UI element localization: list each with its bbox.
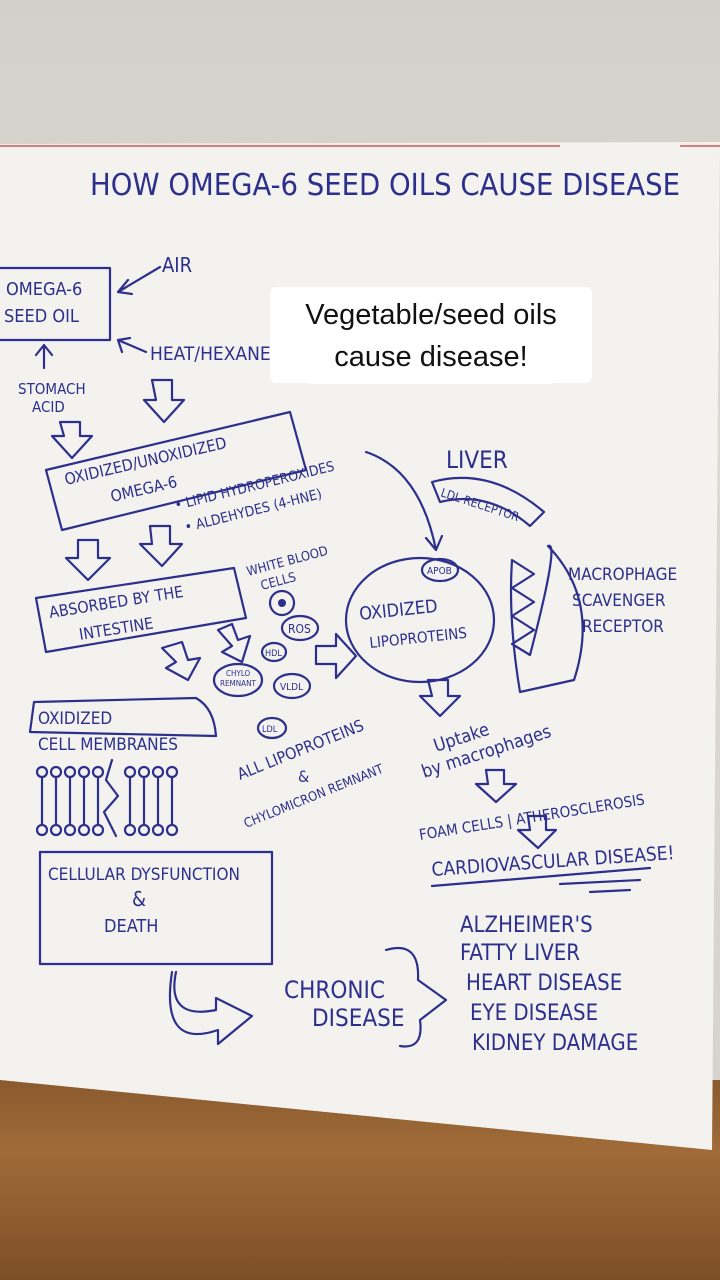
- chylo-label-1: CHYLO: [226, 669, 251, 678]
- hdl-label: HDL: [265, 649, 282, 659]
- membranes-label-2: CELL MEMBRANES: [38, 735, 178, 755]
- chronic-label-2: DISEASE: [312, 1004, 404, 1032]
- seed-oil-box: [0, 266, 112, 342]
- stomach-acid-label-2: ACID: [32, 398, 65, 416]
- dysfunction-label-2: &: [132, 887, 146, 911]
- macrophage-shape: [509, 544, 584, 694]
- all-lipoproteins-2: &: [298, 767, 309, 786]
- caption-line-1: Vegetable/seed oils: [305, 299, 557, 331]
- membrane-lipids: [35, 758, 179, 838]
- seed-oil-label-2: SEED OIL: [4, 306, 79, 327]
- macrophage-label-2: SCAVENGER: [572, 591, 666, 611]
- disease-0: ALZHEIMER'S: [460, 913, 593, 938]
- poster-paper: HOW OMEGA-6 SEED OILS CAUSE DISEASE OMEG…: [0, 142, 720, 1150]
- membranes-label-1: OXIDIZED: [38, 709, 112, 729]
- air-label: AIR: [162, 253, 192, 277]
- oxidized-lipoproteins-circle: [344, 556, 496, 684]
- stomach-acid-label-1: STOMACH: [18, 380, 86, 398]
- heat-hexane-label: HEAT/HEXANE: [150, 343, 271, 365]
- poster-title: HOW OMEGA-6 SEED OILS CAUSE DISEASE: [90, 168, 680, 203]
- ldl-label: LDL: [262, 725, 278, 735]
- caption-line-2: cause disease!: [334, 341, 528, 373]
- chylo-label-2: REMNANT: [220, 679, 256, 688]
- apob-label: APOB: [427, 566, 452, 577]
- oxidized-omega6-box: [44, 410, 308, 532]
- disease-2: HEART DISEASE: [466, 971, 622, 996]
- macrophage-label-1: MACROPHAGE: [568, 565, 677, 585]
- absorbed-box: [34, 566, 248, 654]
- dysfunction-label-1: CELLULAR DYSFUNCTION: [48, 865, 240, 885]
- caption-box-2: cause disease!: [306, 330, 556, 384]
- oxidized-membranes-box: [28, 696, 218, 738]
- disease-4: KIDNEY DAMAGE: [472, 1031, 638, 1056]
- ros-label: ROS: [288, 622, 311, 636]
- seed-oil-label-1: OMEGA-6: [6, 279, 82, 300]
- disease-3: EYE DISEASE: [470, 1001, 598, 1026]
- liver-label: LIVER: [446, 446, 508, 474]
- disease-1: FATTY LIVER: [460, 941, 580, 966]
- dysfunction-box: [38, 850, 274, 966]
- chronic-label-1: CHRONIC: [284, 976, 385, 1004]
- macrophage-label-3: RECEPTOR: [582, 617, 664, 637]
- dysfunction-label-3: DEATH: [104, 916, 158, 937]
- vldl-label: VLDL: [280, 682, 303, 693]
